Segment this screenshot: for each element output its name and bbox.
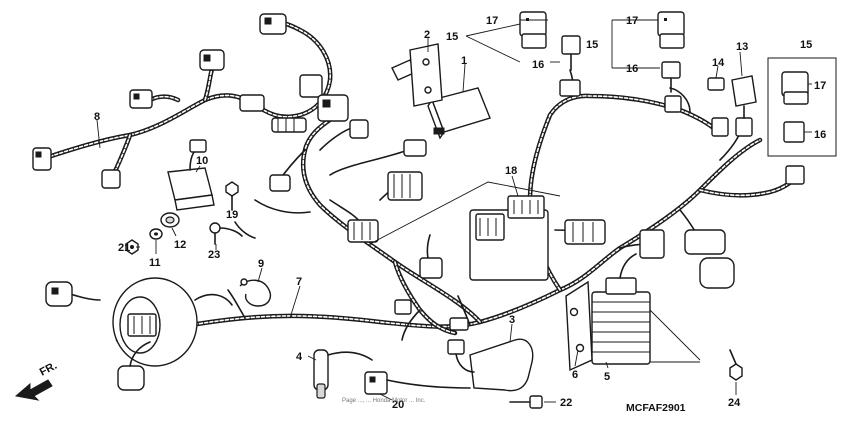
callout-16-middle: 16 xyxy=(626,63,638,75)
connector-part-14 xyxy=(707,77,725,91)
relay-kit-box-part-15 xyxy=(767,57,837,157)
ignition-coil-part-3 xyxy=(447,338,534,392)
relay-group-left xyxy=(519,11,581,71)
front-direction-arrow-icon xyxy=(14,379,53,401)
connector-group xyxy=(32,13,805,331)
callout-15-right: 15 xyxy=(800,39,812,51)
callout-7: 7 xyxy=(296,276,302,288)
regulator-rectifier-part-5 xyxy=(591,253,651,365)
callout-12: 12 xyxy=(174,239,186,251)
bolt-part-22 xyxy=(509,395,543,409)
callout-6: 6 xyxy=(572,369,578,381)
callout-17-left: 17 xyxy=(486,15,498,27)
callout-13: 13 xyxy=(736,41,748,53)
plate-part-6 xyxy=(565,280,593,372)
screw-part-23 xyxy=(209,222,243,245)
callout-10: 10 xyxy=(196,155,208,167)
callout-2: 2 xyxy=(424,29,430,41)
leader-lines xyxy=(96,19,812,403)
relay-group-middle xyxy=(657,11,685,93)
sub-wire-harness xyxy=(42,19,333,181)
bracket-part-2 xyxy=(391,43,443,107)
callout-23: 23 xyxy=(208,249,220,261)
bolt-part-24 xyxy=(729,349,743,381)
callout-labels: 1 2 3 4 5 6 7 8 9 10 11 12 13 14 15 15 1… xyxy=(94,15,826,411)
callout-4: 4 xyxy=(296,351,303,363)
headlight-connector-housing xyxy=(45,277,233,391)
grommet-part-12 xyxy=(160,212,180,228)
ignition-control-part-18 xyxy=(469,195,549,281)
spark-plug-cap-part-4 xyxy=(313,349,373,399)
callout-5: 5 xyxy=(604,371,610,383)
watermark-text: Page ..., ... Honda Motor ... Inc. xyxy=(342,398,426,404)
callout-18: 18 xyxy=(505,165,517,177)
callout-24: 24 xyxy=(728,397,741,409)
callout-8: 8 xyxy=(94,111,100,123)
callout-16-right: 16 xyxy=(814,129,826,141)
diagram-code: MCFAF2901 xyxy=(626,402,686,414)
holder-part-10 xyxy=(167,139,215,211)
callout-22: 22 xyxy=(560,397,572,409)
connector-part-20 xyxy=(364,371,471,395)
callout-19: 19 xyxy=(226,209,238,221)
callout-16-left: 16 xyxy=(532,59,544,71)
callout-17-right: 17 xyxy=(814,80,826,92)
callout-1: 1 xyxy=(461,55,467,67)
callout-17-middle: 17 xyxy=(626,15,638,27)
callout-15-left: 15 xyxy=(446,31,458,43)
nut-part-21 xyxy=(125,239,139,255)
main-wire-harness xyxy=(115,93,803,343)
callout-9: 9 xyxy=(258,258,264,270)
callout-14: 14 xyxy=(712,57,725,69)
callout-15-middle: 15 xyxy=(586,39,598,51)
callout-20: 20 xyxy=(392,399,404,411)
callout-3: 3 xyxy=(509,314,515,326)
callout-21: 21 xyxy=(118,242,130,254)
clamp-part-9 xyxy=(239,278,272,307)
collar-part-11 xyxy=(149,228,163,240)
control-module-part-1 xyxy=(427,87,491,140)
callout-11: 11 xyxy=(149,257,161,269)
relay-part-13 xyxy=(731,75,757,119)
front-direction-label: FR. xyxy=(38,360,59,379)
